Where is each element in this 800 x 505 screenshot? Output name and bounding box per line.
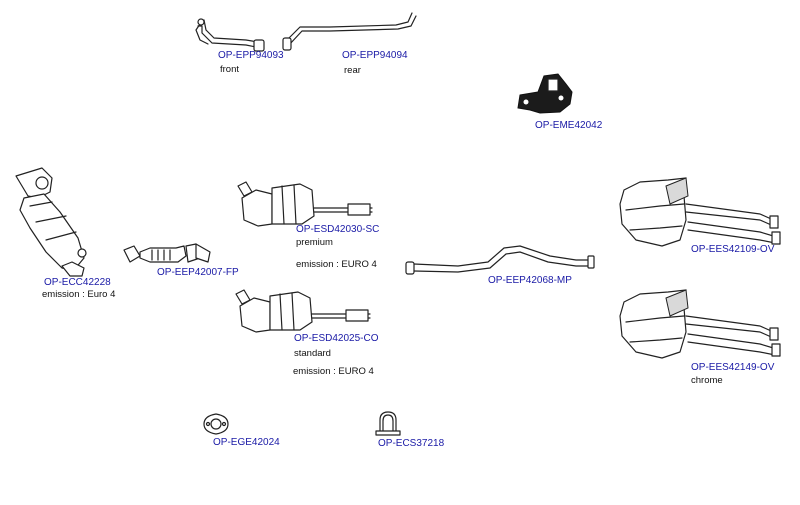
part-code-eme42042[interactable]: OP-EME42042 [535,120,603,131]
part-note-esd42025-emission: emission : EURO 4 [293,366,374,377]
part-code-ees42109[interactable]: OP-EES42109-OV [691,244,775,255]
part-code-ecc42228[interactable]: OP-ECC42228 [44,277,111,288]
part-note-esd42030-emission: emission : EURO 4 [296,259,377,270]
gasket-drawing[interactable] [203,413,229,435]
part-code-esd42025[interactable]: OP-ESD42025-CO [294,333,379,344]
part-code-epp94094[interactable]: OP-EPP94094 [342,50,408,61]
dpf-premium-drawing[interactable] [237,181,373,227]
part-code-epp94093[interactable]: OP-EPP94093 [218,50,284,61]
middle-pipe-drawing[interactable] [405,245,595,275]
part-code-eep42068[interactable]: OP-EEP42068-MP [488,275,572,286]
part-note-chrome: chrome [691,375,723,386]
part-code-ecs37218[interactable]: OP-ECS37218 [378,438,445,449]
part-code-eep42007[interactable]: OP-EEP42007-FP [157,267,239,278]
rear-silencer-drawing[interactable] [619,177,781,247]
dpf-standard-drawing[interactable] [235,289,371,333]
front-pipe-drawing[interactable] [195,18,265,52]
part-note-premium: premium [296,237,333,248]
flex-pipe-drawing[interactable] [123,243,211,263]
part-code-ege42024[interactable]: OP-EGE42024 [213,437,280,448]
part-note-standard: standard [294,348,331,359]
part-code-ees42149[interactable]: OP-EES42149-OV [691,362,775,373]
part-note-front: front [220,64,240,75]
part-note-rear: rear [344,65,361,76]
rear-silencer-chrome-drawing[interactable] [619,289,781,359]
rear-pipe-drawing[interactable] [282,12,417,51]
mounting-bracket-drawing[interactable] [517,73,573,114]
clamp-drawing[interactable] [375,411,401,436]
part-code-esd42030[interactable]: OP-ESD42030-SC [296,224,380,235]
part-note-ecc42228-emission: emission : Euro 4 [42,289,116,300]
catalytic-converter-drawing[interactable] [15,167,87,277]
